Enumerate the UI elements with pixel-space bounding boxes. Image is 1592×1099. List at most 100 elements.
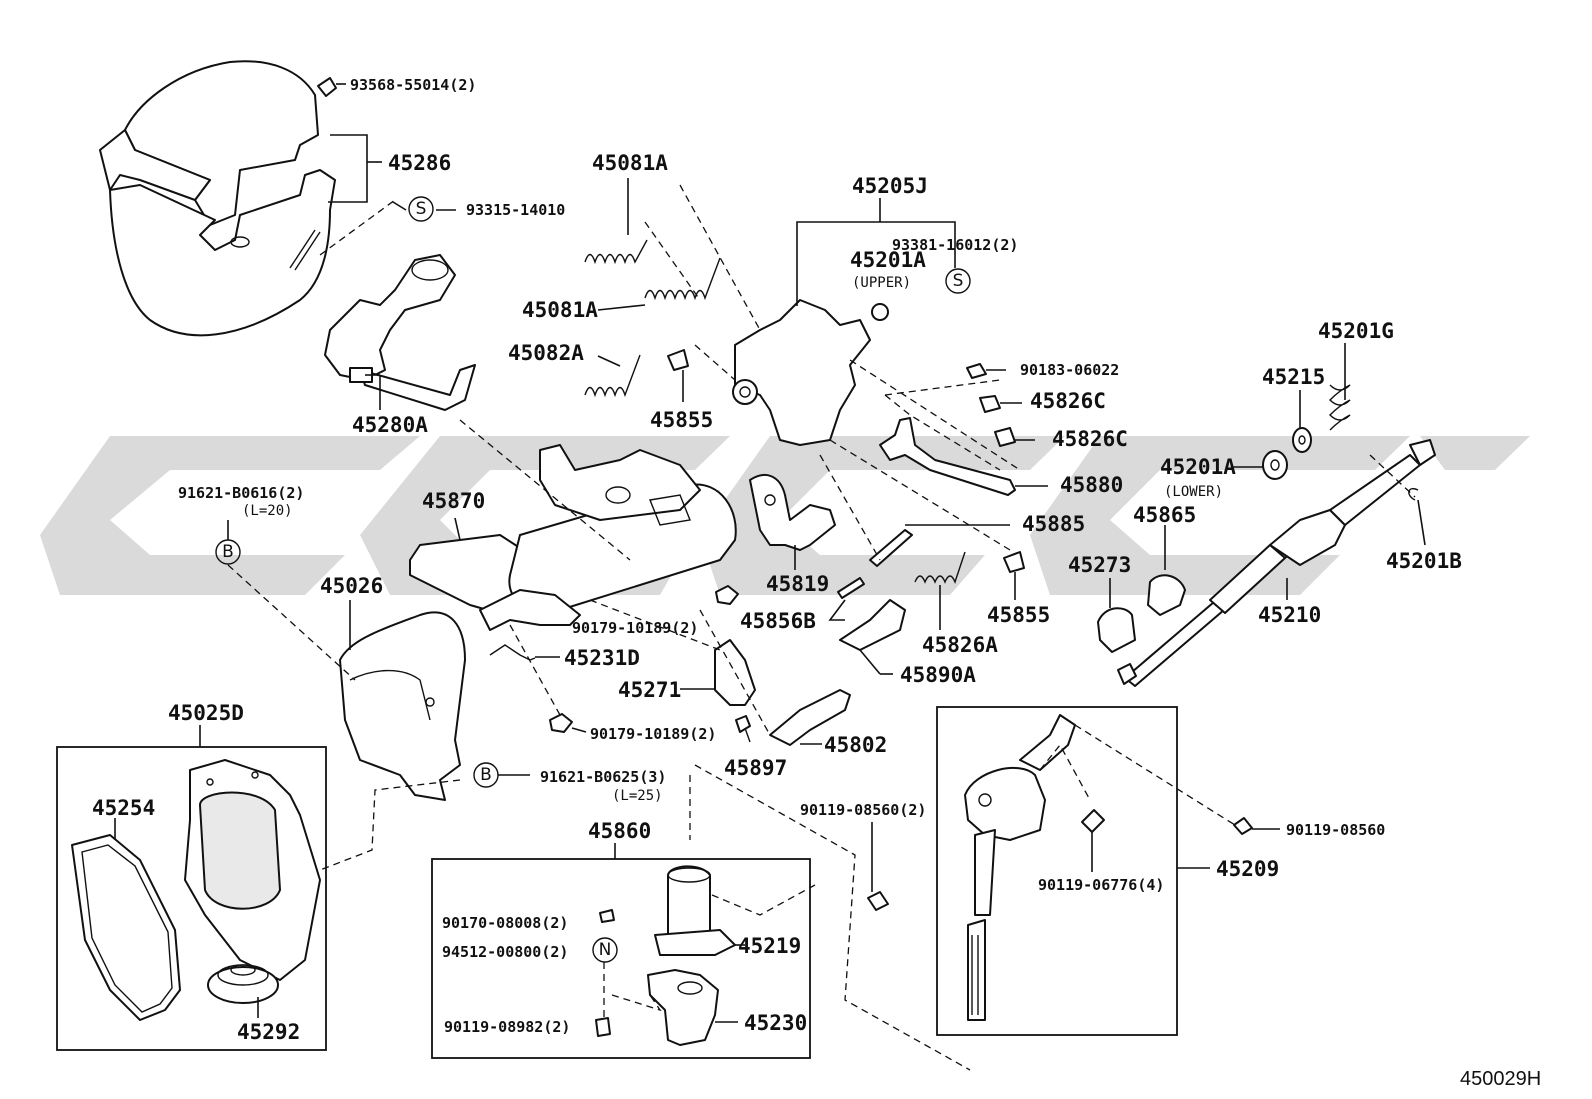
bolt-90119-06776 <box>1081 809 1105 872</box>
lock-plate-45890A <box>839 599 906 675</box>
label-45201A-lower: 45201A <box>1160 455 1236 479</box>
label-45230: 45230 <box>744 1011 807 1035</box>
spring-45082A <box>584 354 641 398</box>
clip-90183 <box>966 363 1006 379</box>
nut-45826C-b <box>994 427 1035 447</box>
label-93315-14010: 93315-14010 <box>466 201 565 219</box>
housing-45230 <box>647 969 738 1046</box>
intermediate-shaft-45209 <box>964 714 1076 1021</box>
box-45209 <box>936 706 1178 1036</box>
clip-45201B <box>1408 488 1426 546</box>
diagram-reference-id: 450029H <box>1460 1068 1541 1090</box>
label-45802: 45802 <box>824 733 887 757</box>
grommet-45292 <box>207 964 279 1004</box>
screw-93568 <box>317 77 346 97</box>
b-symbol-lower-text: B <box>480 765 492 785</box>
label-45201A-upper: 45201A <box>850 248 926 272</box>
nut-45826C-a <box>979 395 1022 413</box>
label-45026: 45026 <box>320 574 383 598</box>
label-45280A: 45280A <box>352 413 428 437</box>
nut-90179-lower <box>549 713 587 733</box>
label-45880: 45880 <box>1060 473 1123 497</box>
label-45865: 45865 <box>1133 503 1196 527</box>
label-45254: 45254 <box>92 796 155 820</box>
assembly-dashed-lines <box>227 184 1416 1071</box>
label-90183-06022: 90183-06022 <box>1020 361 1119 379</box>
nut-90170 <box>599 909 615 923</box>
label-45271: 45271 <box>618 678 681 702</box>
column-tube-45870 <box>409 444 737 631</box>
label-45890A: 45890A <box>900 663 976 687</box>
label-90170-08008: 90170-08008(2) <box>442 914 568 932</box>
label-45081A-top: 45081A <box>592 151 668 175</box>
label-45826C-b: 45826C <box>1052 427 1128 451</box>
label-45885: 45885 <box>1022 512 1085 536</box>
tilt-lever-bracket-45205J <box>732 299 889 446</box>
label-45826A: 45826A <box>922 633 998 657</box>
boot-45025D <box>184 759 321 981</box>
box-45025D <box>56 746 327 1051</box>
b-symbol-upper: B <box>215 520 241 565</box>
label-45856B: 45856B <box>740 609 816 633</box>
bolt-90119-08560 <box>1233 817 1280 835</box>
label-90119-06776: 90119-06776(4) <box>1038 876 1164 894</box>
steering-shaft-45210 <box>1117 439 1436 687</box>
label-45082A: 45082A <box>508 341 584 365</box>
screw-45897 <box>735 715 751 743</box>
label-91621-B0625: 91621-B0625(3) <box>540 768 666 786</box>
part-labels: 93568-55014(2) 45286 93315-14010 45081A … <box>92 76 1541 1090</box>
label-l20: (L=20) <box>242 503 293 519</box>
column-cover-45286 <box>99 60 336 337</box>
label-45231D: 45231D <box>564 646 640 670</box>
n-symbol-text: N <box>599 940 612 960</box>
ring-45215 <box>1292 390 1312 453</box>
spring-45826A <box>914 551 966 584</box>
label-45201B: 45201B <box>1386 549 1462 573</box>
label-90179-10189-lower: 90179-10189(2) <box>590 725 716 743</box>
lever-rod-45880 <box>879 417 1048 496</box>
label-45860: 45860 <box>588 819 651 843</box>
label-90119-08560-2: 90119-08560(2) <box>800 801 926 819</box>
label-45219: 45219 <box>738 934 801 958</box>
label-lower-note: (LOWER) <box>1164 484 1223 500</box>
label-45897: 45897 <box>724 756 787 780</box>
bush-45865 <box>1147 525 1186 616</box>
label-45292: 45292 <box>237 1020 300 1044</box>
bolt-45855-lower <box>1003 551 1025 600</box>
washer-45201A-lower <box>1262 450 1288 480</box>
rod-45885 <box>869 524 1010 567</box>
spring-45201G <box>1329 343 1351 431</box>
label-93381-16012: 93381-16012(2) <box>892 236 1018 254</box>
s-symbol-93381-text: S <box>953 271 964 291</box>
box-45860 <box>431 858 811 1059</box>
label-l25: (L=25) <box>612 788 663 804</box>
label-45025D: 45025D <box>168 701 244 725</box>
label-90119-08982: 90119-08982(2) <box>444 1018 570 1036</box>
label-93568-55014: 93568-55014(2) <box>350 76 476 94</box>
bolt-90119-08982 <box>595 1017 611 1037</box>
bush-45273 <box>1097 578 1136 653</box>
label-90119-08560: 90119-08560 <box>1286 821 1385 839</box>
s-symbol-93315-text: S <box>416 199 427 219</box>
label-91621-B0616: 91621-B0616(2) <box>178 484 304 502</box>
n-symbol: N <box>592 937 618 963</box>
b-symbol-upper-text: B <box>222 542 234 562</box>
label-45855-lower: 45855 <box>987 603 1050 627</box>
label-45273: 45273 <box>1068 553 1131 577</box>
bracket-45271 <box>680 639 756 706</box>
label-45870: 45870 <box>422 489 485 513</box>
nut-90179-upper <box>715 585 739 605</box>
leader-lines <box>114 134 1288 1018</box>
motor-45219 <box>654 865 745 956</box>
tilt-bracket-45280A <box>324 254 476 411</box>
label-45819: 45819 <box>766 572 829 596</box>
label-45215: 45215 <box>1262 365 1325 389</box>
label-45201G: 45201G <box>1318 319 1394 343</box>
s-symbol-93315: S <box>408 196 434 222</box>
label-94512-00800: 94512-00800(2) <box>442 943 568 961</box>
label-45286: 45286 <box>388 151 451 175</box>
label-45209: 45209 <box>1216 857 1279 881</box>
label-upper-note: (UPPER) <box>852 275 911 291</box>
bolt-45855-upper <box>667 349 689 402</box>
